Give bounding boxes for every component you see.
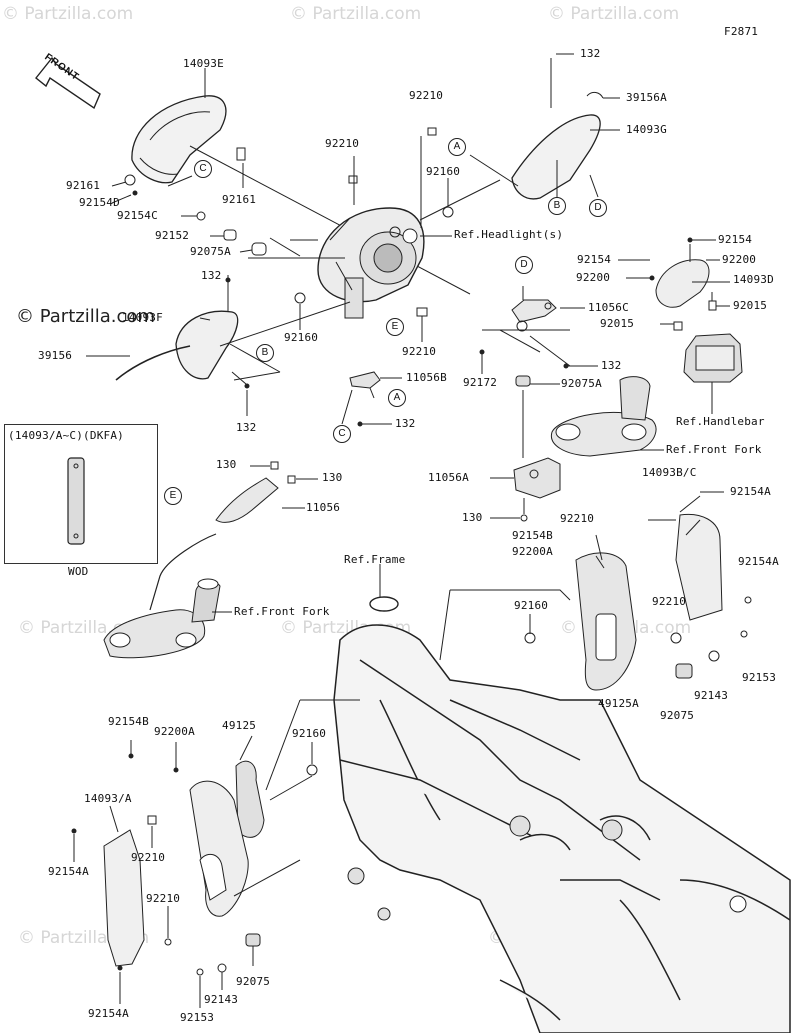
ref-label[interactable]: Ref.Front Fork	[666, 443, 762, 456]
part-label[interactable]: 92210	[131, 851, 166, 864]
part-label[interactable]: 92200A	[154, 725, 195, 738]
part-label[interactable]: 92154C	[117, 209, 158, 222]
part-label[interactable]: 132	[580, 47, 601, 60]
part-label[interactable]: 92154B	[512, 529, 553, 542]
part-label[interactable]: 11056C	[588, 301, 629, 314]
part-label[interactable]: 92160	[514, 599, 549, 612]
part-label[interactable]: 92075A	[561, 377, 602, 390]
part-label[interactable]: 92210	[325, 137, 360, 150]
part-label[interactable]: 92143	[204, 993, 239, 1006]
part-label[interactable]: 92015	[600, 317, 635, 330]
cowl-14093E	[131, 95, 227, 184]
bracket-11056	[215, 477, 279, 523]
part-label[interactable]: 39156A	[626, 91, 667, 104]
part-label[interactable]: 92200	[722, 253, 757, 266]
cover-14093BC	[675, 513, 723, 621]
part-label[interactable]: 92200A	[512, 545, 553, 558]
part-label[interactable]: 11056	[306, 501, 341, 514]
inset-caption: WOD	[68, 565, 89, 578]
part-label[interactable]: 14093D	[733, 273, 774, 286]
part-label[interactable]: 92154	[718, 233, 753, 246]
part-label[interactable]: 49125	[222, 719, 257, 732]
part-label[interactable]: 92210	[146, 892, 181, 905]
part-label[interactable]: 11056A	[428, 471, 469, 484]
cowl-14093G	[511, 114, 601, 200]
part-label[interactable]: 130	[322, 471, 343, 484]
inset-box	[4, 424, 158, 564]
part-label[interactable]: 92210	[560, 512, 595, 525]
part-label[interactable]: 14093F	[122, 311, 163, 324]
cover-14093A	[103, 829, 145, 967]
part-label[interactable]: 132	[601, 359, 622, 372]
part-label[interactable]: 92143	[694, 689, 729, 702]
part-label[interactable]: 92154A	[48, 865, 89, 878]
callout-d: D	[515, 256, 533, 274]
callout-a: A	[448, 138, 466, 156]
part-label[interactable]: 92015	[733, 299, 768, 312]
part-label[interactable]: 92153	[180, 1011, 215, 1024]
watermark: © Partzilla.com	[548, 4, 680, 24]
inset-panel-part	[67, 457, 85, 545]
part-label[interactable]: 92172	[463, 376, 498, 389]
ref-label[interactable]: Ref.Front Fork	[234, 605, 330, 618]
part-label[interactable]: 14093/A	[84, 792, 132, 805]
ref-label[interactable]: Ref.Handlebar	[676, 415, 765, 428]
part-label[interactable]: 49125A	[598, 697, 639, 710]
callout-c: C	[194, 160, 212, 178]
panel-49125	[235, 760, 265, 838]
part-label[interactable]: 92210	[652, 595, 687, 608]
part-label[interactable]: 92154A	[738, 555, 779, 568]
part-label[interactable]: 92075	[236, 975, 271, 988]
part-label[interactable]: 132	[201, 269, 222, 282]
figure-code: F2871	[724, 25, 759, 38]
panel-inner-left	[189, 780, 249, 917]
callout-d: D	[589, 199, 607, 217]
part-label[interactable]: 39156	[38, 349, 73, 362]
part-label[interactable]: 92161	[222, 193, 257, 206]
part-label[interactable]: 92154A	[730, 485, 771, 498]
ref-label[interactable]: Ref.Headlight(s)	[454, 228, 564, 241]
part-label[interactable]: 14093E	[183, 57, 224, 70]
watermark: © Partzilla.com	[2, 4, 134, 24]
part-label[interactable]: 14093B/C	[642, 466, 697, 479]
part-label[interactable]: 130	[462, 511, 483, 524]
part-label[interactable]: 132	[236, 421, 257, 434]
callout-e: E	[164, 487, 182, 505]
front-arrow-icon	[35, 56, 101, 110]
ref-label[interactable]: Ref.Frame	[344, 553, 406, 566]
main-frame	[333, 624, 791, 1033]
callout-b: B	[548, 197, 566, 215]
part-label[interactable]: 92075A	[190, 245, 231, 258]
top-bracket-right	[550, 411, 657, 457]
callout-a: A	[388, 389, 406, 407]
part-label[interactable]: 92160	[284, 331, 319, 344]
part-label[interactable]: 92153	[742, 671, 777, 684]
callout-b: B	[256, 344, 274, 362]
inset-title: (14093/A~C)(DKFA)	[8, 429, 124, 442]
part-label[interactable]: 92161	[66, 179, 101, 192]
part-label[interactable]: 92152	[155, 229, 190, 242]
part-label[interactable]: 92154B	[108, 715, 149, 728]
part-label[interactable]: 92075	[660, 709, 695, 722]
bracket-11056A	[513, 457, 561, 499]
callout-e: E	[386, 318, 404, 336]
part-label[interactable]: 14093G	[626, 123, 667, 136]
part-label[interactable]: 92210	[409, 89, 444, 102]
part-label[interactable]: 130	[216, 458, 237, 471]
cowl-14093F	[175, 310, 239, 380]
part-label[interactable]: 92210	[402, 345, 437, 358]
part-label[interactable]: 92154A	[88, 1007, 129, 1020]
part-label[interactable]: 92200	[576, 271, 611, 284]
part-label[interactable]: 92154D	[79, 196, 120, 209]
callout-c: C	[333, 425, 351, 443]
part-label[interactable]: 92160	[292, 727, 327, 740]
watermark: © Partzilla.com	[290, 4, 422, 24]
part-label[interactable]: 11056B	[406, 371, 447, 384]
watermark-strong: © Partzilla.com	[16, 306, 155, 327]
part-label[interactable]: 92160	[426, 165, 461, 178]
part-label[interactable]: 92154	[577, 253, 612, 266]
part-label[interactable]: 132	[395, 417, 416, 430]
